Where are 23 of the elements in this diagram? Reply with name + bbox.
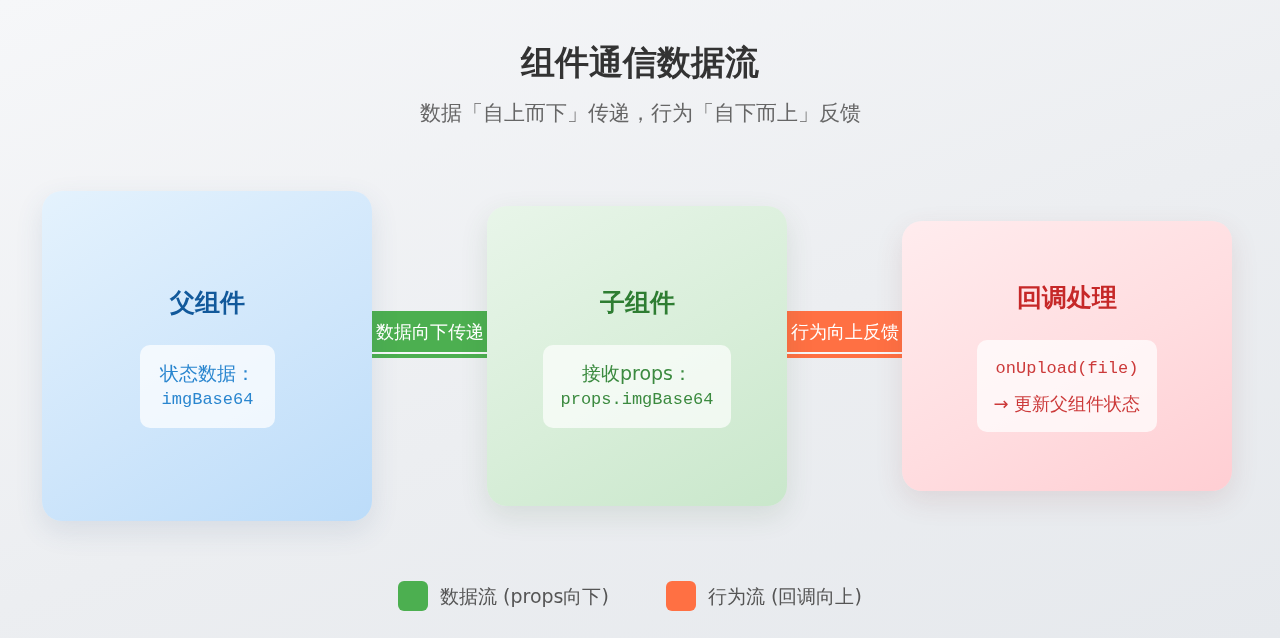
process-box (42, 191, 372, 521)
edge-label: 行为向上反馈 (790, 320, 899, 343)
box-title: 回调处理 (1017, 283, 1117, 313)
code-text: props.imgBase64 (560, 389, 714, 411)
info-box (543, 345, 731, 428)
info-box (140, 345, 275, 428)
process-box (487, 206, 787, 506)
box-title: 父组件 (169, 288, 245, 318)
code-text: imgBase64 (161, 389, 254, 411)
info-label: 状态数据： (160, 361, 255, 385)
info-label: 接收props： (582, 361, 692, 385)
info-label: → 更新父组件状态 (993, 392, 1141, 415)
edge-label: 数据向下传递 (375, 320, 484, 343)
process-box (902, 221, 1232, 491)
connector-band (787, 311, 902, 358)
legend-label: 数据流 (props向下) (440, 584, 609, 608)
box-title: 子组件 (599, 288, 675, 318)
info-box (977, 340, 1157, 432)
subtitle: 数据「自上而下」传递，行为「自下而上」反馈 (419, 100, 861, 128)
code-text: onUpload(file) (995, 358, 1139, 379)
diagram-title: 组件通信数据流 (521, 41, 759, 84)
legend-label: 行为流 (回调向上) (708, 584, 862, 608)
connector-band (372, 311, 487, 358)
